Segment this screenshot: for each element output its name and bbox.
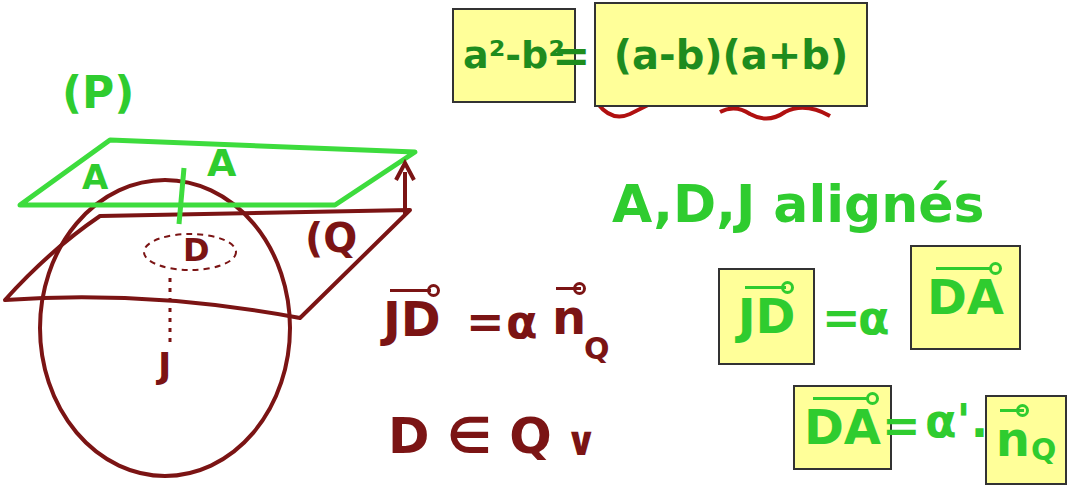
underline-squiggle (720, 108, 830, 119)
formula-label: A (82, 158, 108, 197)
formula-label: = (822, 292, 861, 345)
normal-arrow (403, 172, 407, 215)
highlight-box: JD (718, 268, 815, 365)
formula-label: (Q (305, 215, 357, 261)
highlight-box: (a-b)(a+b) (594, 2, 868, 107)
formula-label: ∨ (565, 418, 597, 464)
arrow-head (396, 163, 414, 180)
formula-label: n (552, 290, 586, 345)
normal-line (179, 168, 184, 224)
formula-label: JD (383, 292, 441, 347)
box-text: Q (1031, 433, 1056, 467)
formula-label: = (466, 296, 505, 349)
formula-label: α (858, 292, 890, 345)
sphere-outline (40, 180, 290, 476)
box-text: JD (738, 289, 796, 344)
formula-label: J (158, 345, 171, 386)
formula-label: A (207, 142, 236, 186)
plane-p (20, 140, 415, 205)
formula-label: Q (584, 332, 610, 367)
formula-label: D (183, 232, 210, 269)
plane-q (5, 210, 410, 318)
box-text: (a-b)(a+b) (614, 32, 849, 78)
box-text: a²-b² (463, 34, 565, 78)
formula-label: D ∈ Q (388, 408, 552, 466)
box-text: n (996, 412, 1030, 467)
formula-label: = (882, 400, 921, 453)
highlight-box: DA (793, 385, 892, 470)
center-line (169, 278, 172, 342)
formula-label: α'. (925, 395, 988, 448)
formula-label: A,D,J alignés (612, 175, 985, 235)
highlight-box: DA (910, 245, 1021, 350)
box-text: DA (927, 270, 1004, 325)
box-text: DA (804, 400, 881, 455)
highlight-box: nQ (985, 395, 1067, 485)
formula-label: = (552, 30, 591, 83)
formula-label: α (506, 296, 538, 349)
formula-label: (P) (62, 68, 134, 119)
